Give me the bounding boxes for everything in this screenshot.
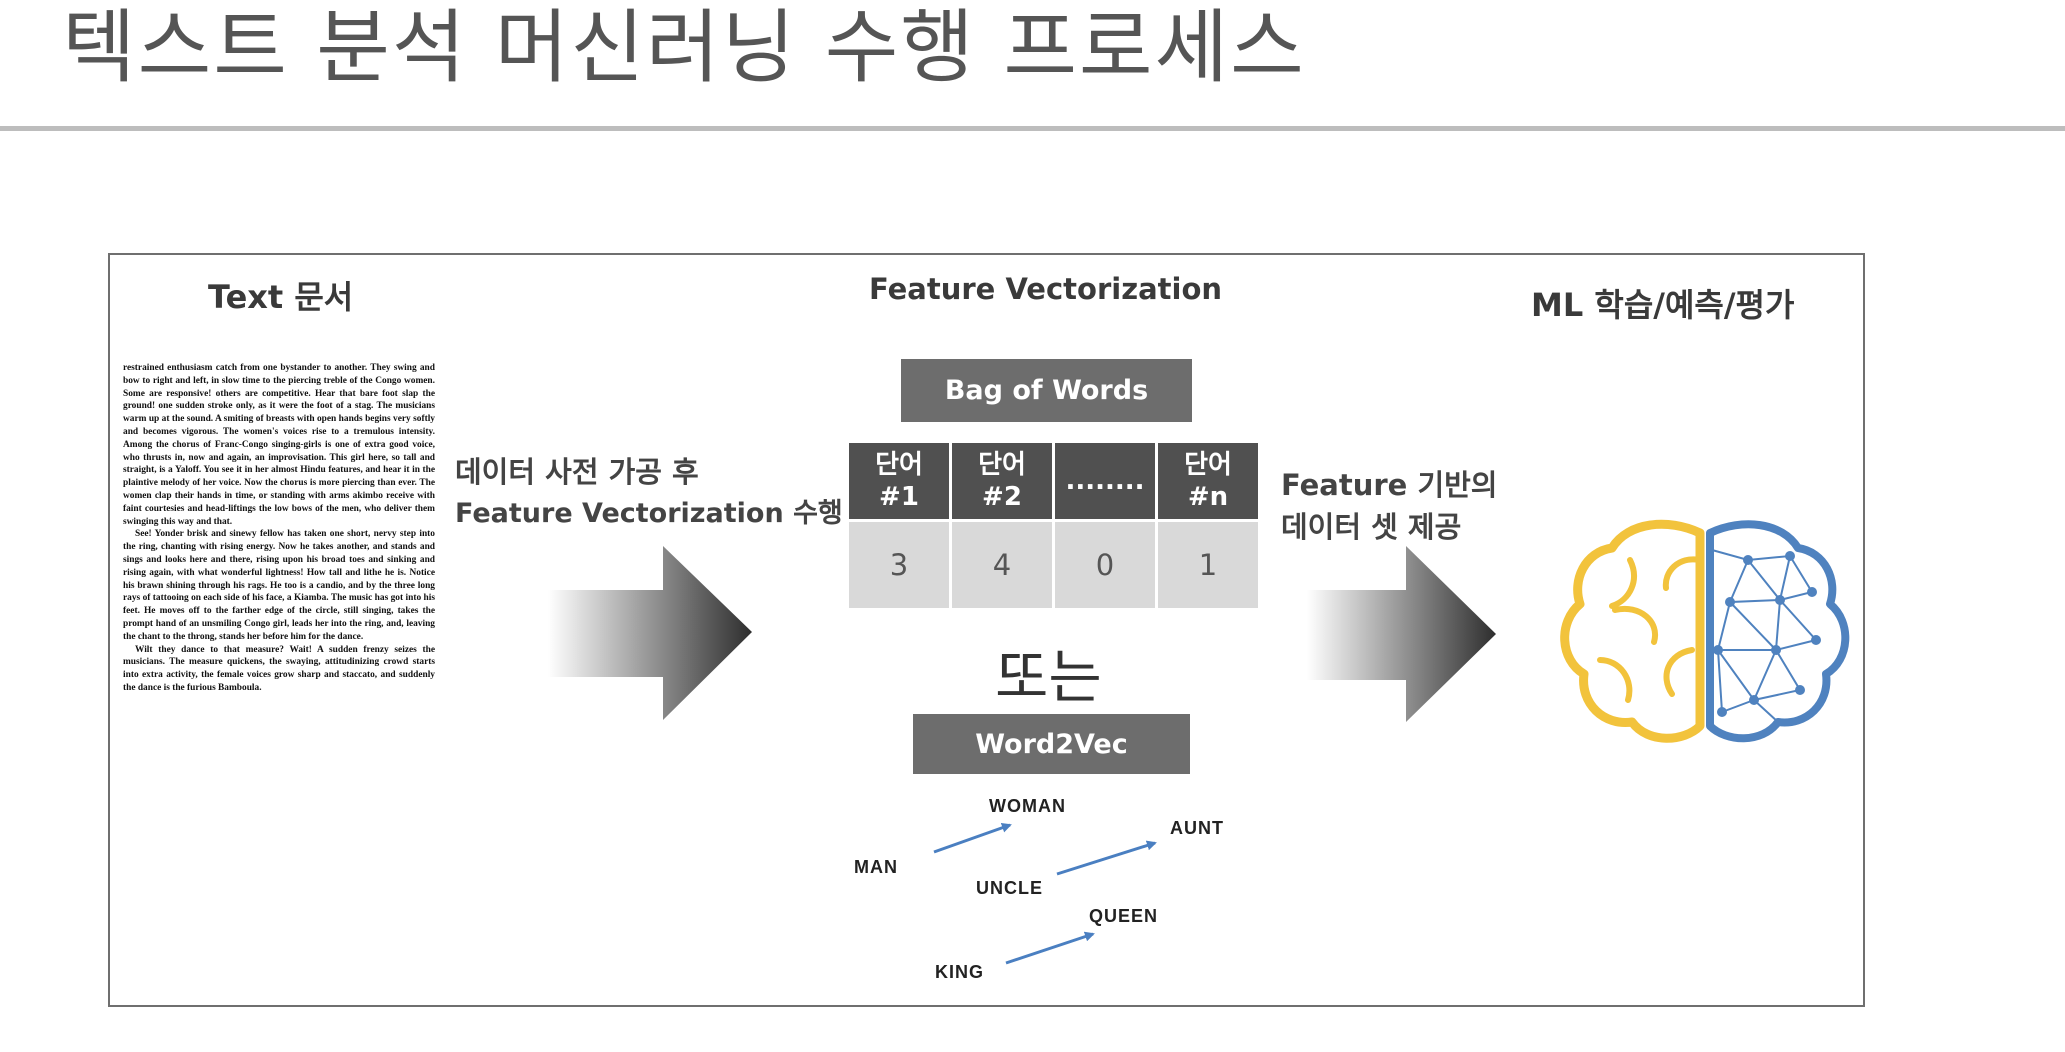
text-document: restrained enthusiasm catch from one bys… <box>123 362 435 792</box>
table-header-cell: 단어 #1 <box>846 440 952 522</box>
header-line1: 단어 <box>1184 450 1232 480</box>
header-line2: #n <box>1187 482 1229 512</box>
header-line1: 단어 <box>875 450 923 480</box>
page-title: 텍스트 분석 머신러닝 수행 프로세스 <box>62 1 1306 94</box>
arrow2-label-line1: Feature 기반의 <box>1281 468 1498 502</box>
flow-arrow-icon <box>1307 546 1496 722</box>
w2v-word-woman: WOMAN <box>989 796 1066 816</box>
vectorization-heading: Feature Vectorization <box>869 272 1223 306</box>
flow-arrow-icon <box>548 546 752 720</box>
document-paragraph: restrained enthusiasm catch from one bys… <box>123 363 435 527</box>
w2v-arrow-man-woman <box>933 822 1012 854</box>
arrow1-label-line2: Feature Vectorization 수행 <box>455 498 843 529</box>
table-header-cell: 단어 #n <box>1155 440 1261 522</box>
document-paragraph: See! Yonder brisk and sinewy fellow has … <box>123 529 435 642</box>
table-value-row: 3 4 0 1 <box>846 519 1261 611</box>
arrow2-label-line2: 데이터 셋 제공 <box>1281 510 1462 544</box>
table-value-cell: 4 <box>949 519 1055 611</box>
header-line2: #1 <box>879 482 919 512</box>
table-header-row: 단어 #1 단어 #2 ........ 단어 #n <box>846 440 1261 522</box>
arrow1-label-line1: 데이터 사전 가공 후 <box>455 455 699 489</box>
w2v-word-aunt: AUNT <box>1170 818 1224 838</box>
bag-of-words-label: Bag of Words <box>901 359 1192 422</box>
title-divider <box>0 126 2065 131</box>
document-paragraph: Wilt they dance to that measure? Wait! A… <box>123 644 435 693</box>
table-header-cell: 단어 #2 <box>949 440 1055 522</box>
header-line2: #2 <box>982 482 1022 512</box>
w2v-word-king: KING <box>935 962 984 982</box>
text-doc-heading: Text 문서 <box>208 278 354 316</box>
ml-heading: ML 학습/예측/평가 <box>1531 286 1795 324</box>
table-value-cell: 1 <box>1155 519 1261 611</box>
header-line1: ........ <box>1065 466 1145 496</box>
or-label: 또는 <box>995 643 1102 711</box>
table-value-cell: 0 <box>1052 519 1158 611</box>
table-value-cell: 3 <box>846 519 952 611</box>
header-line1: 단어 <box>978 450 1026 480</box>
brain-icon <box>1560 519 1850 743</box>
table-header-cell: ........ <box>1052 440 1158 522</box>
bag-of-words-table: 단어 #1 단어 #2 ........ 단어 #n 3 4 0 1 <box>846 440 1261 611</box>
word2vec-label: Word2Vec <box>913 714 1190 774</box>
w2v-word-queen: QUEEN <box>1089 906 1159 926</box>
w2v-arrow-uncle-aunt <box>1056 840 1157 876</box>
w2v-arrow-king-queen <box>1005 931 1095 965</box>
w2v-word-uncle: UNCLE <box>976 878 1043 898</box>
w2v-word-man: MAN <box>854 857 898 877</box>
